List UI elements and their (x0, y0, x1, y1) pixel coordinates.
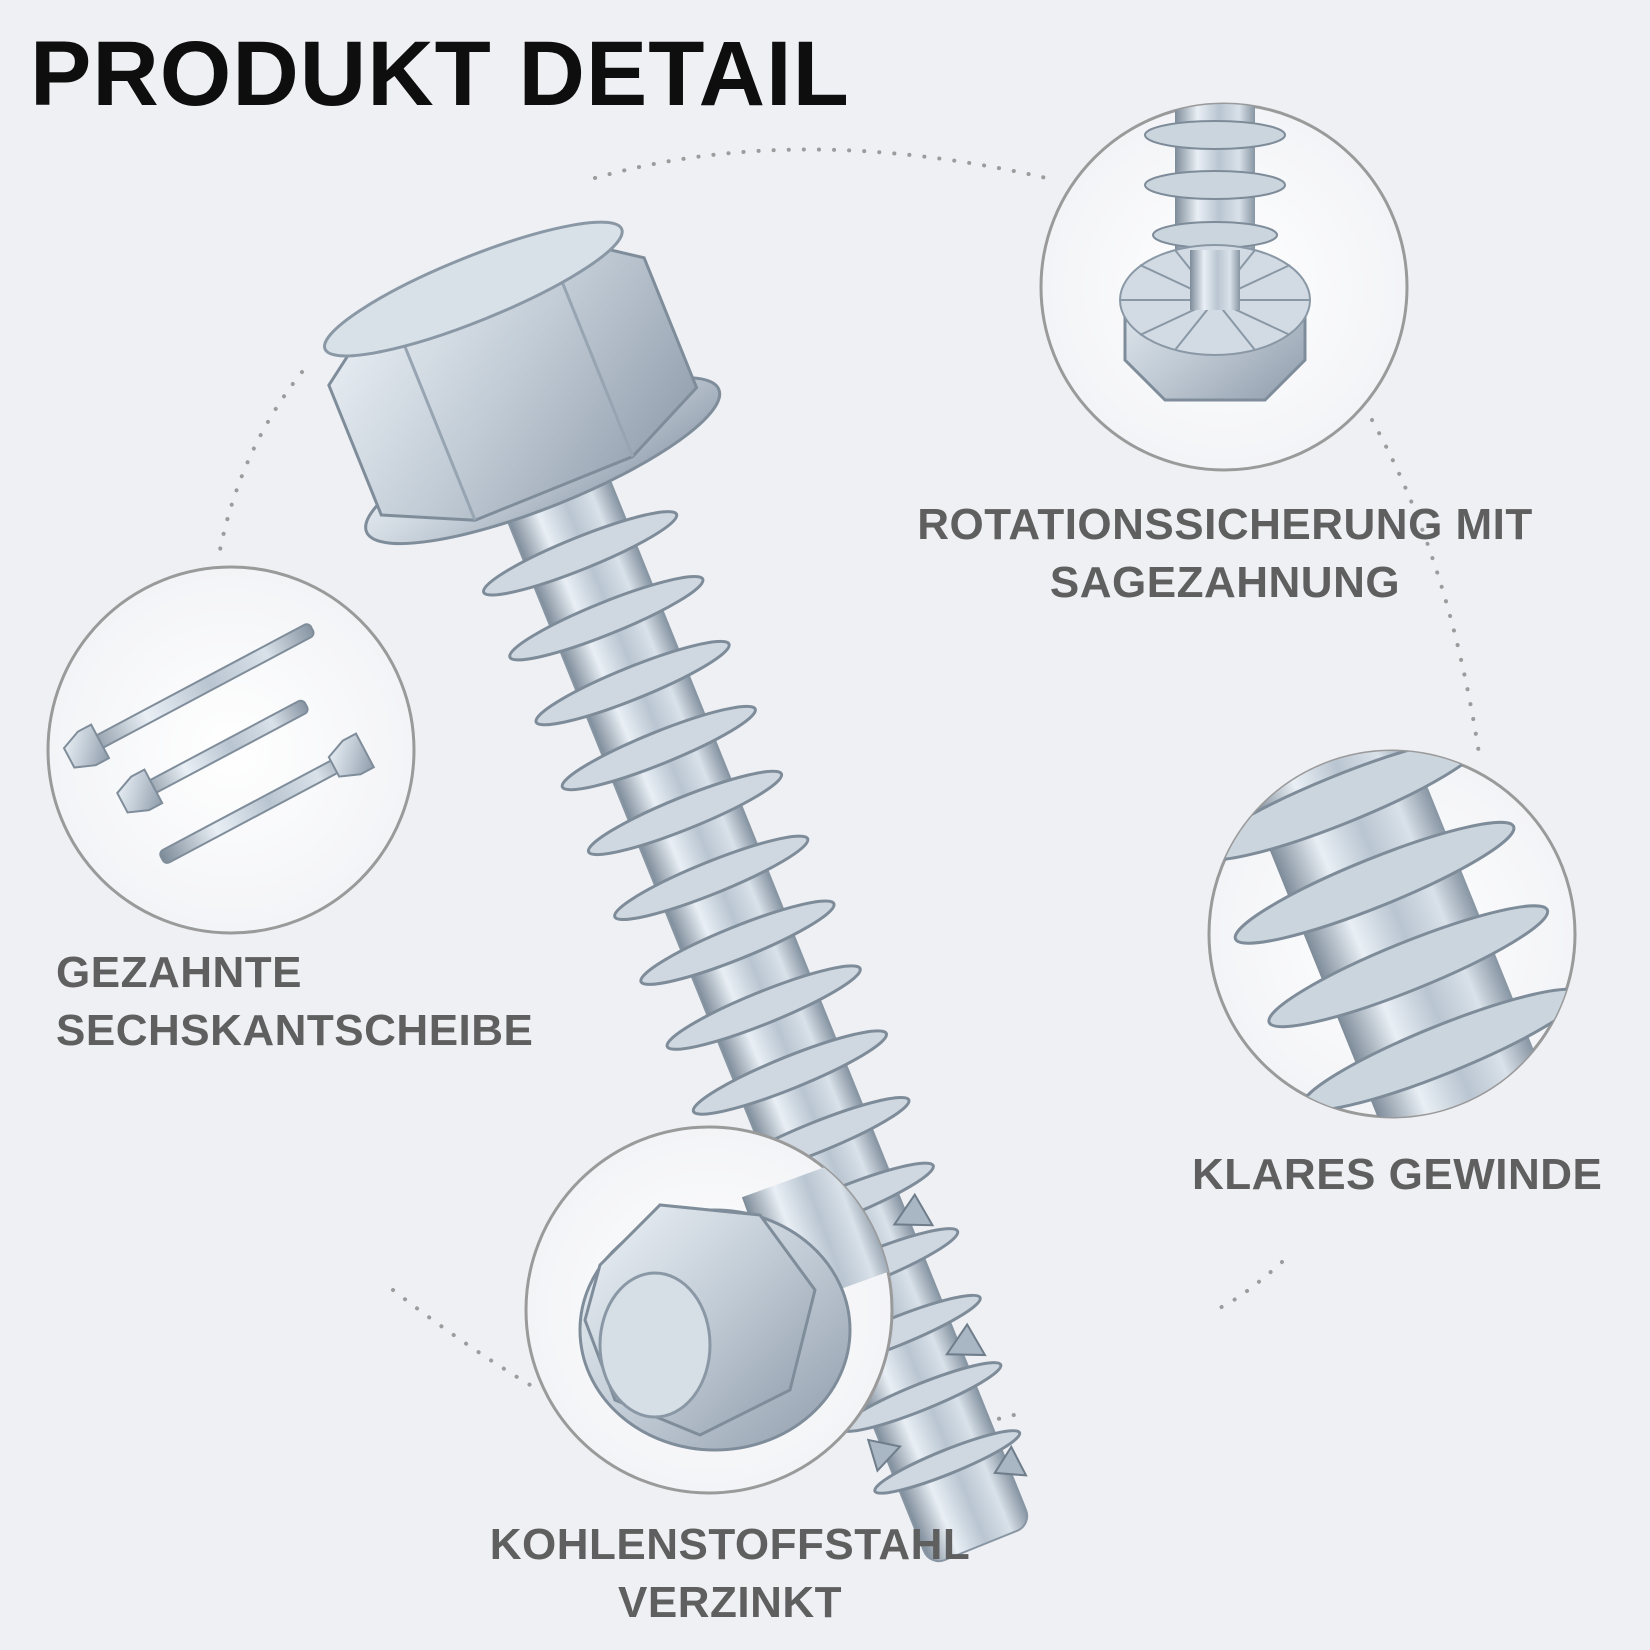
feature-label-rotation-lock: ROTATIONSSICHERUNG MIT SAGEZAHNUNG (905, 496, 1545, 612)
detail-circle-rotation-lock (1039, 102, 1409, 472)
feature-label-line: GEZAHNTE (56, 948, 302, 997)
detail-circle-material (524, 1125, 894, 1495)
feature-label-material: KOHLENSTOFFSTAHL VERZINKT (470, 1516, 990, 1632)
feature-label-line: SAGEZAHNUNG (1049, 558, 1401, 607)
feature-label-hex-washer: GEZAHNTE SECHSKANTSCHEIBE (56, 944, 533, 1060)
feature-label-line: SECHSKANTSCHEIBE (56, 1006, 534, 1055)
detail-circle-hex-washer (46, 565, 416, 935)
feature-label-line: KOHLENSTOFFSTAHL (489, 1520, 971, 1569)
detail-circle-clear-thread (1199, 702, 1583, 1173)
feature-label-line: ROTATIONSSICHERUNG MIT (917, 500, 1533, 549)
feature-label-line: KLARES GEWINDE (1192, 1150, 1603, 1199)
feature-label-clear-thread: KLARES GEWINDE (1192, 1146, 1602, 1204)
feature-label-line: VERZINKT (618, 1578, 842, 1627)
page-title: PRODUKT DETAIL (30, 23, 850, 125)
main-screw (323, 220, 1029, 1563)
